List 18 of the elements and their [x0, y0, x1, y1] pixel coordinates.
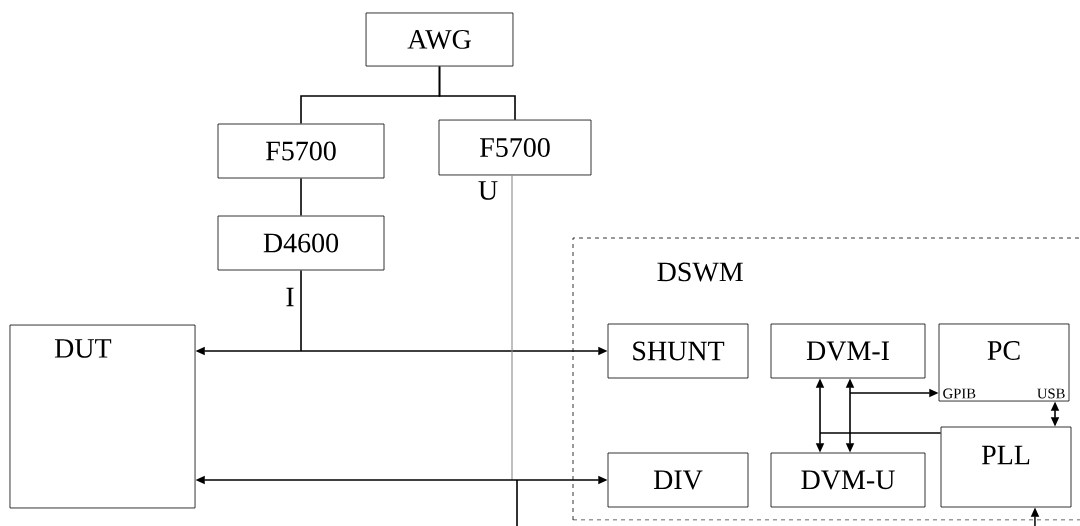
process-box: PC GPIB USB: [938, 323, 1070, 402]
connector-line: [438, 65, 516, 121]
process-box: D4600: [217, 215, 385, 271]
process-box: DVM-I: [770, 323, 926, 379]
connector-line: [300, 177, 302, 217]
signal-label: I: [286, 287, 294, 307]
process-box: DUT: [9, 324, 196, 509]
connector-line: [511, 174, 513, 481]
process-box: F5700: [438, 119, 592, 176]
connector-line: [300, 269, 302, 352]
connector-line: [819, 432, 942, 434]
signal-label: U: [478, 181, 498, 200]
process-box: DIV: [607, 452, 749, 508]
process-box: SHUNT: [607, 323, 749, 379]
process-box: AWG: [365, 12, 514, 67]
process-box: F5700: [217, 123, 385, 179]
process-box: PLL: [940, 426, 1072, 508]
process-box: DVM-U: [770, 452, 926, 508]
